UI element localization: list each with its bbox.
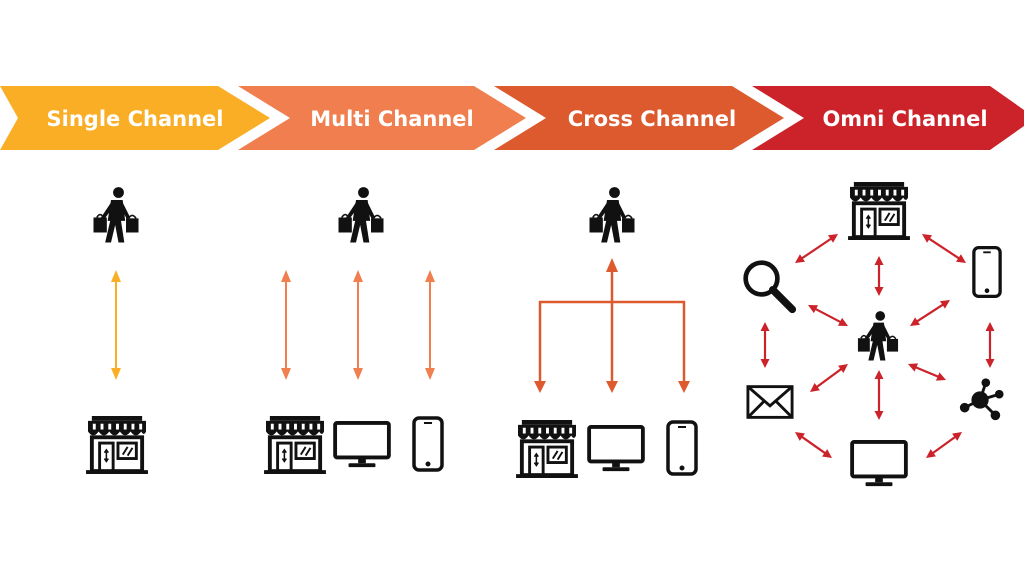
double-arrow: [795, 432, 832, 458]
connection-arrow: [111, 270, 121, 380]
double-arrow: [922, 234, 966, 263]
double-arrow: [760, 322, 770, 368]
double-arrow: [808, 305, 848, 326]
shopper-icon: [92, 186, 140, 244]
monitor-icon: [587, 425, 645, 473]
network-icon: [958, 376, 1005, 422]
search-icon: [746, 263, 793, 310]
connection-web: [760, 234, 995, 458]
double-arrow: [874, 256, 884, 296]
single-channel-diagram: [86, 186, 148, 474]
store-icon: [86, 416, 148, 474]
connection-tree: [534, 258, 690, 393]
connection-arrows: [281, 270, 435, 380]
stage-single-channel: Single Channel: [0, 86, 270, 150]
omni-channel-diagram: [746, 182, 1005, 488]
stage-label-single-channel: Single Channel: [47, 107, 224, 131]
double-arrow: [926, 432, 962, 458]
chevron-multi-channel: [238, 86, 526, 150]
shopper-icon: [857, 310, 899, 362]
multi-channel-diagram: [264, 186, 444, 474]
chevron-cross-channel: [494, 86, 784, 150]
double-arrow: [795, 234, 838, 263]
chevron-single-channel: [0, 86, 270, 150]
stage-label-cross-channel: Cross Channel: [568, 107, 736, 131]
double-arrow: [908, 363, 946, 381]
stage-multi-channel: Multi Channel: [238, 86, 526, 150]
stage-omni-channel: Omni Channel: [752, 86, 1024, 150]
smartphone-icon: [972, 245, 1002, 299]
smartphone-icon: [412, 416, 444, 472]
double-arrow: [874, 370, 884, 420]
shopper-icon: [588, 186, 636, 244]
stage-label-omni-channel: Omni Channel: [822, 107, 987, 131]
double-arrow: [910, 300, 950, 326]
store-icon: [848, 182, 910, 240]
chevron-omni-channel: [752, 86, 1024, 150]
store-icon: [264, 416, 326, 474]
monitor-icon: [850, 440, 908, 488]
mail-icon: [746, 385, 794, 419]
store-icon: [516, 420, 578, 478]
stage-label-multi-channel: Multi Channel: [310, 107, 473, 131]
shopper-icon: [337, 186, 385, 244]
cross-channel-diagram: [516, 186, 698, 478]
banner: Single Channel Multi Channel Cross Chann…: [0, 86, 1024, 150]
double-arrow: [985, 322, 995, 368]
monitor-icon: [333, 421, 391, 469]
stage-cross-channel: Cross Channel: [494, 86, 784, 150]
smartphone-icon: [666, 420, 698, 476]
double-arrow: [810, 364, 848, 392]
